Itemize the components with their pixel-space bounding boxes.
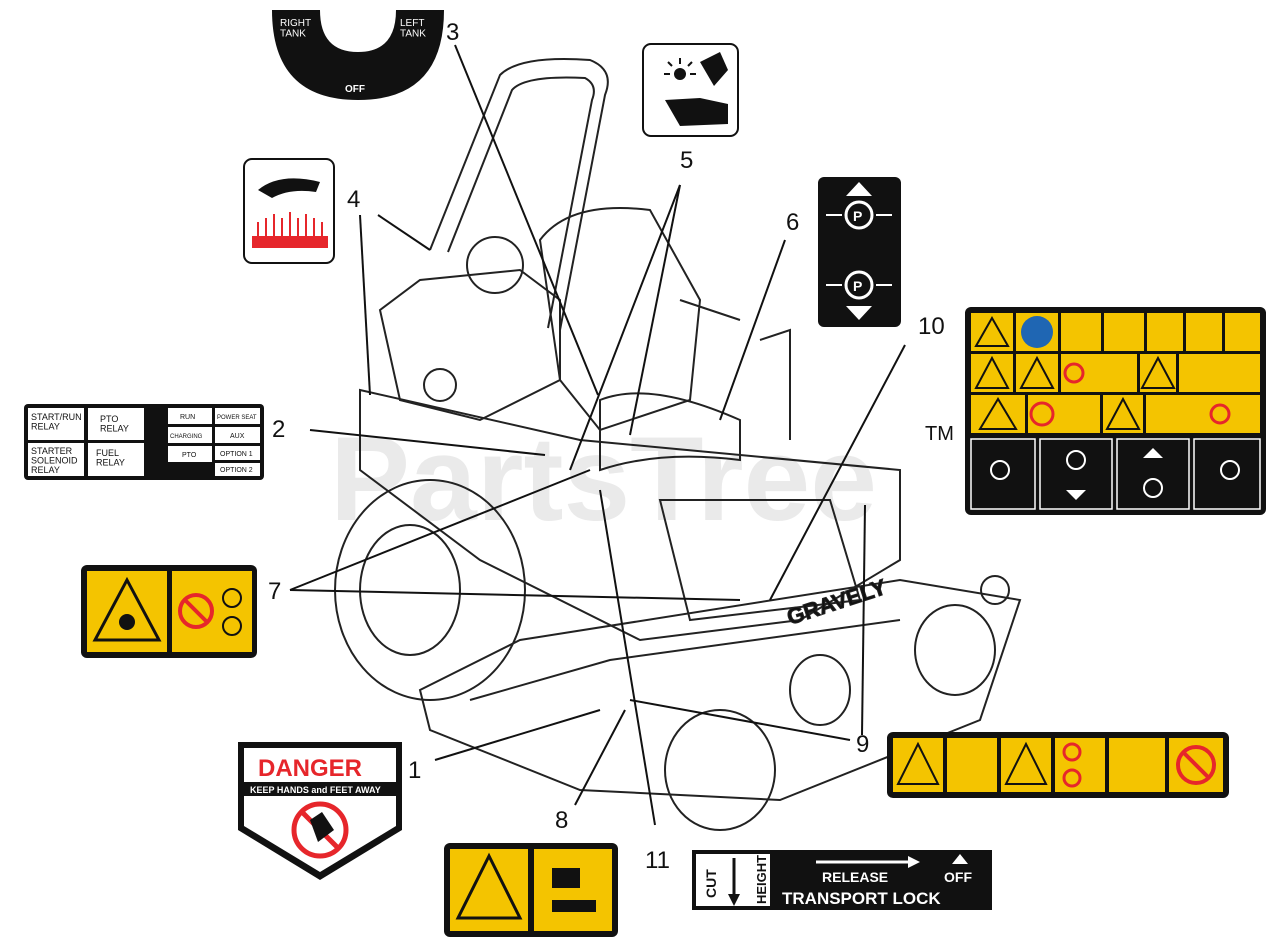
neutral-icon	[1066, 450, 1086, 470]
hand-crush-icon	[674, 68, 686, 80]
callout-5: 5	[680, 147, 693, 174]
height-label: HEIGHT	[754, 855, 769, 904]
brand-logo: GRAVELY	[784, 574, 890, 630]
hand-crush-decal	[642, 43, 739, 137]
hot-surface-decal	[243, 158, 335, 264]
heat-waves-icon	[257, 212, 323, 236]
transport-lock-label: TRANSPORT LOCK	[782, 889, 941, 908]
caution-triangle-icon	[974, 315, 1010, 347]
fuse-power-seat: POWER SEAT	[217, 415, 257, 421]
callout-8: 8	[555, 807, 568, 834]
fuse-option2: OPTION 2	[220, 467, 253, 474]
safety-panel-row-1	[971, 313, 1260, 351]
parking-brake-icon-2	[844, 270, 874, 300]
safety-panel-row-2	[971, 354, 1260, 392]
safety-panel-decal	[965, 307, 1266, 515]
fuel-off: OFF	[345, 84, 365, 95]
release-label: RELEASE	[822, 869, 888, 885]
callout-1: 1	[408, 757, 421, 784]
callout-9: 9	[856, 731, 869, 758]
safety-panel-motion-row	[970, 438, 1261, 510]
neutral-icon-2	[1143, 478, 1163, 498]
cut-label: CUT	[703, 869, 719, 898]
parking-brake-decal: P P	[818, 177, 901, 327]
callout-6: 6	[786, 209, 799, 236]
fuse-aux: AUX	[230, 433, 245, 440]
fuse-option1: OPTION 1	[220, 451, 253, 458]
fuse-run: RUN	[180, 414, 195, 421]
danger-title: DANGER	[258, 755, 362, 782]
no-step-icon	[1176, 745, 1216, 785]
transport-lock-decal: CUT HEIGHT RELEASE OFF TRANSPORT LOCK	[692, 850, 992, 910]
watermark: PartsTree	[330, 412, 877, 546]
parking-brake-icon	[844, 200, 874, 230]
no-hands-danger-icon	[291, 801, 349, 859]
callout-4: 4	[347, 186, 360, 213]
seat-crush-decal	[444, 843, 618, 937]
blade-warning-decal	[81, 565, 257, 658]
danger-subtitle: KEEP HANDS and FEET AWAY	[250, 785, 381, 795]
read-manual-icon	[1021, 316, 1053, 348]
fuse-charging: CHARGING	[170, 434, 203, 440]
parking-brake-p-bottom: P	[853, 278, 862, 294]
callout-11: 11	[645, 847, 670, 874]
callout-10: 10	[918, 313, 945, 340]
no-hands-icon	[178, 593, 214, 629]
rollover-warning-icon	[974, 355, 1010, 389]
leader-lines	[289, 44, 906, 826]
danger-decal: DANGER KEEP HANDS and FEET AWAY	[238, 742, 402, 880]
callout-7: 7	[268, 578, 281, 605]
right-icon	[1220, 460, 1240, 480]
trademark: TM	[925, 423, 954, 445]
parking-brake-p-top: P	[853, 208, 862, 224]
callout-numbers: 1 2 3 4 5 6 7 8 9 10 11	[268, 19, 945, 874]
hot-surface-hand-icon	[258, 178, 320, 198]
seat-hazard-icon	[455, 852, 523, 920]
fuse-pto: PTO	[182, 452, 197, 459]
callout-2: 2	[272, 416, 285, 443]
left-icon	[990, 460, 1010, 480]
operator-safety-decal	[887, 732, 1229, 798]
off-label: OFF	[944, 869, 972, 885]
safety-panel-row-3	[971, 395, 1260, 433]
mower-illustration	[334, 58, 1022, 831]
callout-3: 3	[446, 19, 459, 46]
crush-hazard-icon	[92, 576, 162, 642]
